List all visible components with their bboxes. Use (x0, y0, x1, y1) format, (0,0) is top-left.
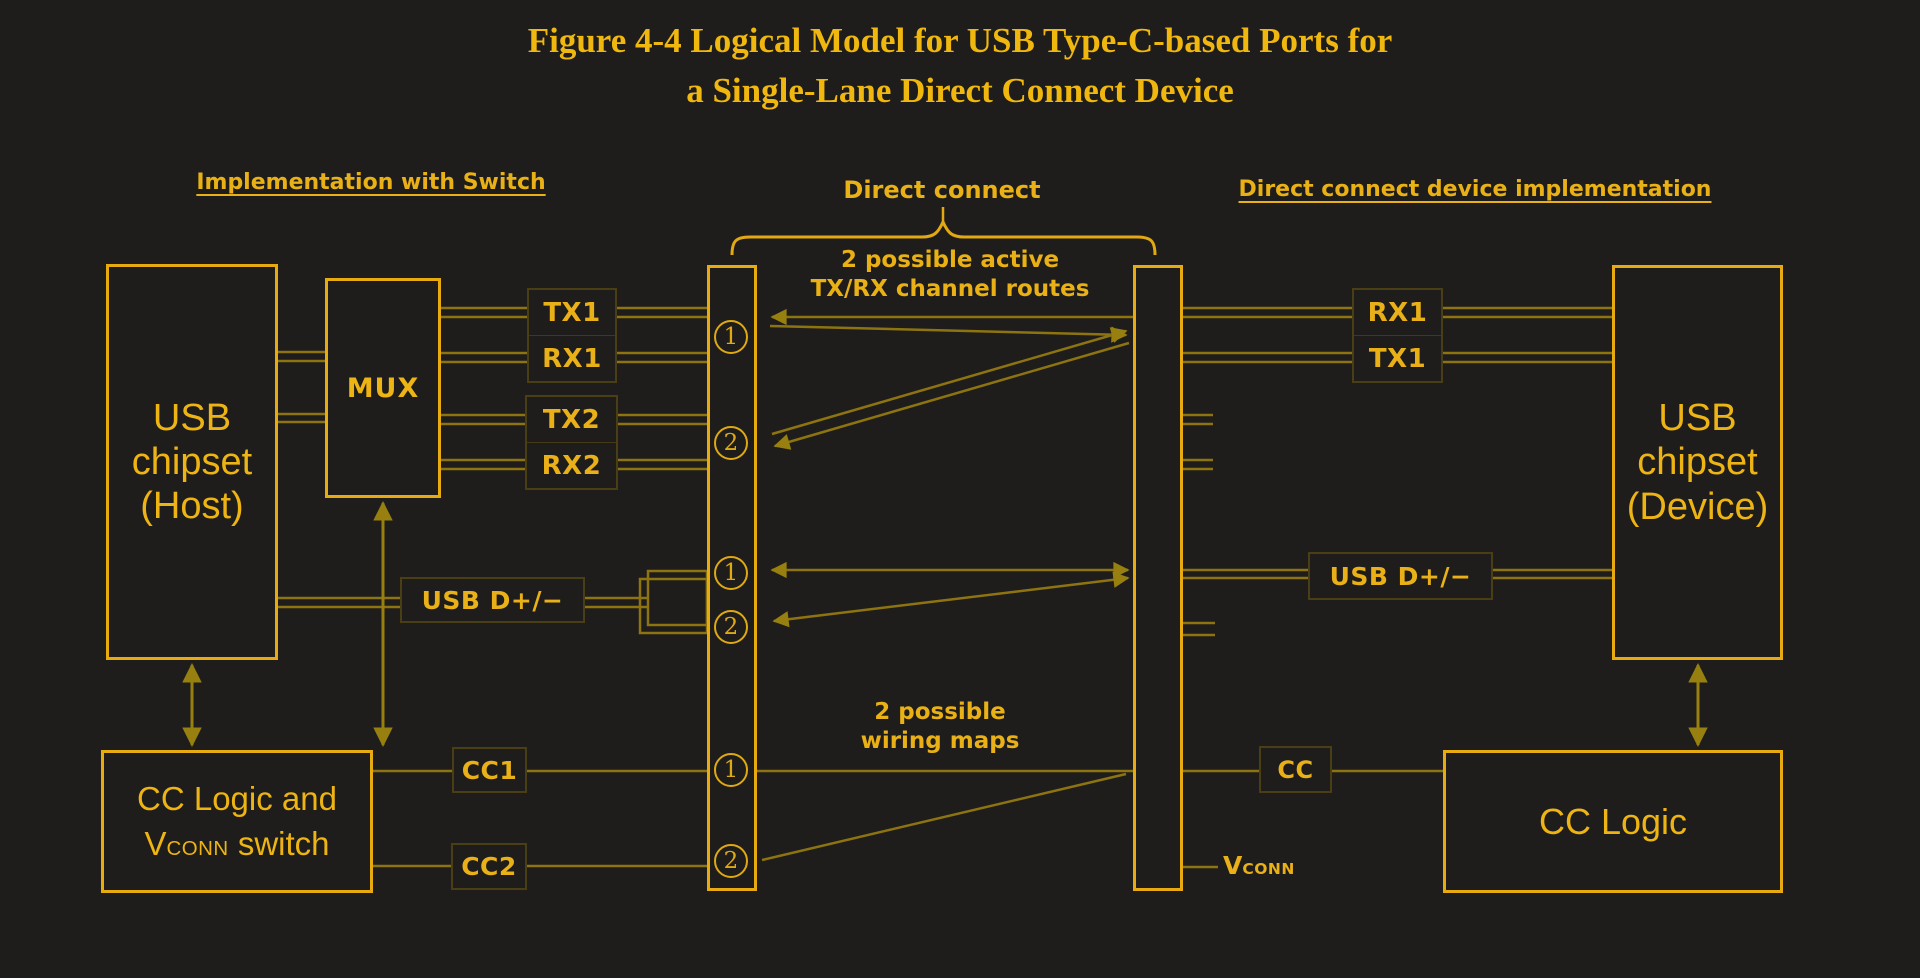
port-badge-cc-1: 1 (714, 753, 748, 787)
port-badge-usbd-1: 1 (714, 556, 748, 590)
channel-route-arrows (769, 308, 1133, 628)
cc1-label: CC1 (452, 747, 527, 793)
vconn-label-device: VCONN (1223, 851, 1295, 880)
heading-direct-connect: Direct connect (843, 176, 1041, 204)
host-chipset-box: USB chipset (Host) (106, 264, 278, 660)
tx1-rx1-label-box: TX1 RX1 (527, 288, 617, 383)
device-rx1-label: RX1 (1367, 297, 1428, 328)
tx2-rx2-label-box: TX2 RX2 (525, 395, 618, 490)
cc-logic-label: CC Logic (1538, 800, 1688, 842)
host-chipset-line1: USB (152, 396, 232, 439)
vertical-arrows (182, 501, 1708, 747)
cc-switch-line1: CC Logic and (137, 779, 337, 817)
note-channel-routes: 2 possible active TX/RX channel routes (750, 246, 1150, 304)
figure-title-line2: a Single-Lane Direct Connect Device (686, 70, 1234, 110)
cc-logic-vconn-switch-box: CC Logic and VCONN switch (101, 750, 373, 893)
mux-box: MUX (325, 278, 441, 498)
note-wiring-maps-line1: 2 possible (874, 699, 1006, 725)
device-tx1-label: TX1 (1354, 335, 1441, 381)
host-chipset-line2: chipset (131, 440, 253, 483)
rx1-tx1-label-box-device: RX1 TX1 (1352, 288, 1443, 383)
vconn-v: V (144, 824, 167, 862)
cc-switch-rest: switch (228, 824, 330, 862)
device-wires (1183, 306, 1612, 869)
tx1-label: TX1 (543, 297, 601, 328)
port-badge-cc-2: 2 (714, 844, 748, 878)
cc2-label: CC2 (451, 843, 527, 890)
device-chipset-line2: chipset (1637, 441, 1758, 484)
direct-connect-brace (730, 207, 1157, 256)
cc-switch-line2: VCONN switch (144, 822, 329, 867)
cc-label-device: CC (1259, 746, 1332, 793)
note-wiring-maps-line2: wiring maps (860, 727, 1020, 754)
vconn-conn: CONN (166, 836, 229, 860)
figure-title-line1: Figure 4-4 Logical Model for USB Type-C-… (527, 21, 1393, 60)
receptacle-connector-right (1133, 265, 1183, 891)
rx2-label: RX2 (527, 442, 616, 488)
tx2-label: TX2 (542, 404, 601, 435)
cc-logic-box-device: CC Logic (1443, 750, 1783, 893)
figure-title: Figure 4-4 Logical Model for USB Type-C-… (0, 16, 1920, 115)
usb-d-label-host: USB D+/− (400, 577, 585, 623)
note-channel-routes-line2: TX/RX channel routes (810, 275, 1090, 302)
device-chipset-box: USB chipset (Device) (1612, 265, 1783, 660)
port-badge-txrx-1: 1 (714, 320, 748, 354)
device-vconn-conn: CONN (1242, 860, 1295, 878)
device-chipset-line1: USB (1658, 397, 1737, 440)
device-vconn-v: V (1223, 851, 1243, 880)
device-chipset-line3: (Device) (1626, 485, 1769, 528)
mux-label: MUX (346, 372, 420, 404)
port-badge-usbd-2: 2 (714, 610, 748, 644)
host-chipset-line3: (Host) (140, 485, 244, 528)
cc-wiring-lines (757, 769, 1133, 862)
heading-direct-connect-device: Direct connect device implementation (1238, 177, 1712, 202)
note-channel-routes-line1: 2 possible active (840, 247, 1060, 273)
heading-implementation-with-switch: Implementation with Switch (196, 170, 546, 195)
note-wiring-maps: 2 possible wiring maps (790, 698, 1090, 756)
usb-d-label-device: USB D+/− (1308, 552, 1493, 600)
rx1-label: RX1 (529, 335, 615, 381)
port-badge-txrx-2: 2 (714, 426, 748, 460)
